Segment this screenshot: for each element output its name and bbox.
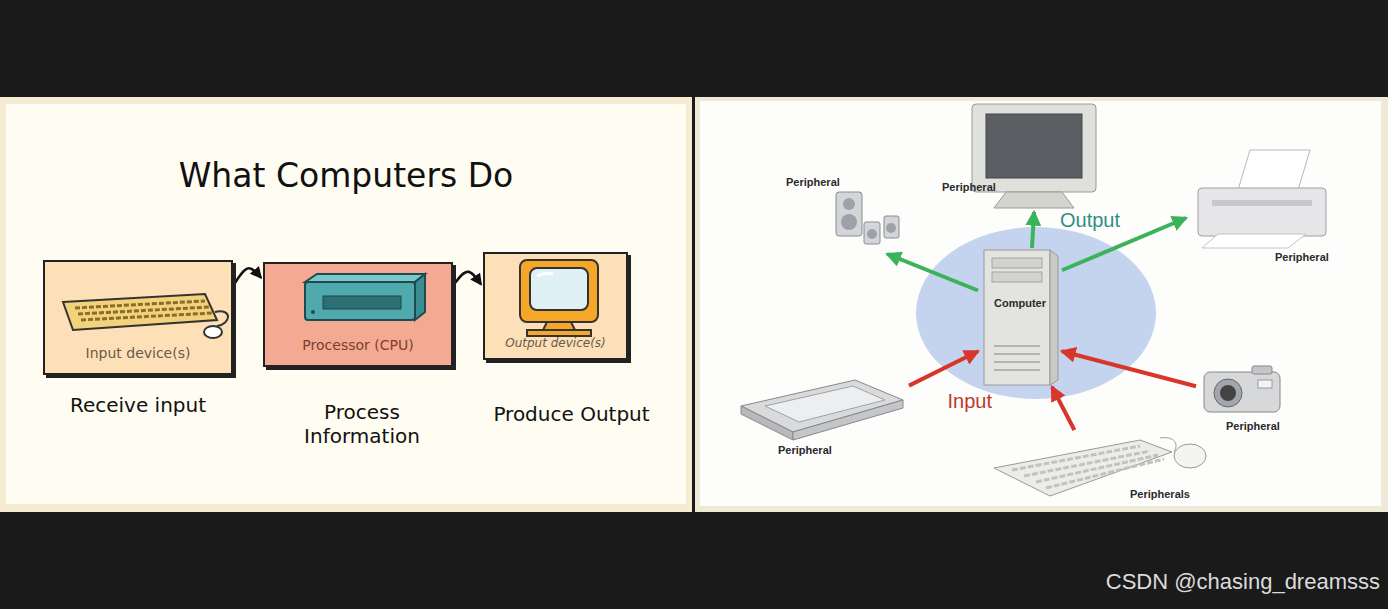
peripheral-label: Peripheral — [1275, 251, 1329, 264]
keyboard-illustration-part — [63, 294, 217, 330]
printer-illustration-part — [1202, 234, 1306, 248]
device-label: Input device(s) — [86, 345, 191, 361]
monitor-illustration-part — [972, 104, 1096, 192]
background-part — [0, 97, 692, 512]
monitor-peripheral: Peripheral — [966, 102, 1102, 210]
step-caption: Process Information — [277, 400, 447, 448]
cpu-illustration-part — [323, 296, 401, 309]
peripheral-label: Peripheral — [786, 176, 840, 189]
cpu-illustration-part — [415, 274, 425, 320]
keyboard-illustration-part — [75, 301, 212, 320]
speakers-illustration-part — [886, 223, 896, 233]
flow-arrow — [455, 272, 481, 285]
crt-illustration-part — [520, 260, 598, 322]
tower-illustration-part — [994, 346, 1040, 370]
cpu-illustration-part — [305, 282, 415, 320]
speakers-illustration-part — [864, 222, 880, 244]
keys-illustration-part — [994, 440, 1172, 496]
camera-peripheral: Peripheral — [1198, 362, 1286, 416]
computer-tower: Computer — [980, 250, 1060, 385]
keys-illustration-part — [1174, 444, 1206, 468]
tower-illustration-part — [992, 258, 1042, 268]
keys-illustration-part — [1160, 438, 1176, 452]
background-part — [695, 97, 1388, 512]
scanner-illustration — [735, 372, 907, 440]
peripheral-label: Peripheral — [1226, 420, 1280, 433]
crt-illustration-part — [543, 322, 575, 330]
monitor-illustration-part — [994, 192, 1074, 208]
speakers-illustration-part — [841, 214, 857, 230]
speakers-illustration-part — [884, 216, 899, 238]
printer-peripheral: Peripheral — [1188, 148, 1336, 248]
edge-label: Output — [1060, 209, 1120, 231]
tower-illustration-part — [992, 272, 1042, 282]
printer-illustration-part — [1198, 188, 1326, 236]
keys-illustration-part — [1012, 446, 1164, 488]
crt-illustration-part — [530, 268, 588, 310]
speakers-illustration-part — [843, 198, 855, 210]
camera-illustration-part — [1204, 372, 1280, 412]
printer-illustration-part — [1238, 150, 1310, 190]
peripheral-label: Peripherals — [1130, 488, 1190, 501]
device-label: Processor (CPU) — [302, 337, 413, 353]
tower-illustration-part — [984, 250, 1050, 385]
keyboard-illustration-part — [204, 326, 222, 338]
camera-illustration-part — [1214, 379, 1242, 407]
keyboard-illustration-part — [215, 311, 228, 326]
speakers-illustration — [828, 188, 902, 252]
camera-illustration-part — [1252, 366, 1272, 374]
camera-illustration — [1198, 362, 1286, 416]
input-device-box: Input device(s)Receive input — [43, 260, 233, 375]
flow-arrow — [235, 268, 261, 283]
step-caption: Produce Output — [493, 402, 649, 426]
speakers-illustration-part — [867, 229, 877, 239]
peripheral-label: Computer — [994, 297, 1046, 310]
cpu-illustration-part — [305, 274, 425, 282]
printer-illustration — [1188, 148, 1336, 248]
input-arrow — [1052, 387, 1074, 430]
edge-label: Input — [948, 390, 992, 412]
crt-illustration-part — [527, 330, 591, 336]
crt-illustration-part — [537, 273, 553, 276]
background-part — [700, 101, 1381, 506]
background-part — [916, 227, 1156, 399]
step-caption: Receive input — [70, 393, 206, 417]
processor-box: Processor (CPU)Process Information — [263, 262, 453, 367]
device-label: Output device(s) — [505, 336, 606, 350]
camera-illustration-part — [1258, 380, 1272, 388]
tower-illustration — [980, 250, 1060, 385]
output-arrow — [1032, 212, 1034, 248]
scanner-illustration-part — [765, 386, 885, 422]
output-device-box: Output device(s)Produce Output — [483, 252, 628, 360]
speakers-illustration-part — [836, 192, 862, 236]
camera-illustration-part — [1220, 385, 1236, 401]
input-arrow — [909, 351, 978, 385]
tower-illustration-part — [1050, 250, 1058, 385]
keyboard-peripheral: Peripherals — [990, 432, 1212, 498]
diagram-title: What Computers Do — [0, 156, 692, 195]
watermark: CSDN @chasing_dreamsss — [1106, 569, 1380, 595]
monitor-illustration — [966, 102, 1102, 210]
output-arrow — [887, 254, 978, 291]
printer-illustration-part — [1212, 200, 1312, 206]
input-arrow — [1062, 351, 1196, 386]
speakers-peripheral: Peripheral — [828, 188, 902, 252]
peripheral-label: Peripheral — [778, 444, 832, 457]
monitor-illustration-part — [986, 114, 1082, 178]
scanner-peripheral: Peripheral — [735, 372, 907, 440]
cpu-illustration-part — [311, 310, 315, 314]
peripheral-label: Peripheral — [942, 181, 996, 194]
